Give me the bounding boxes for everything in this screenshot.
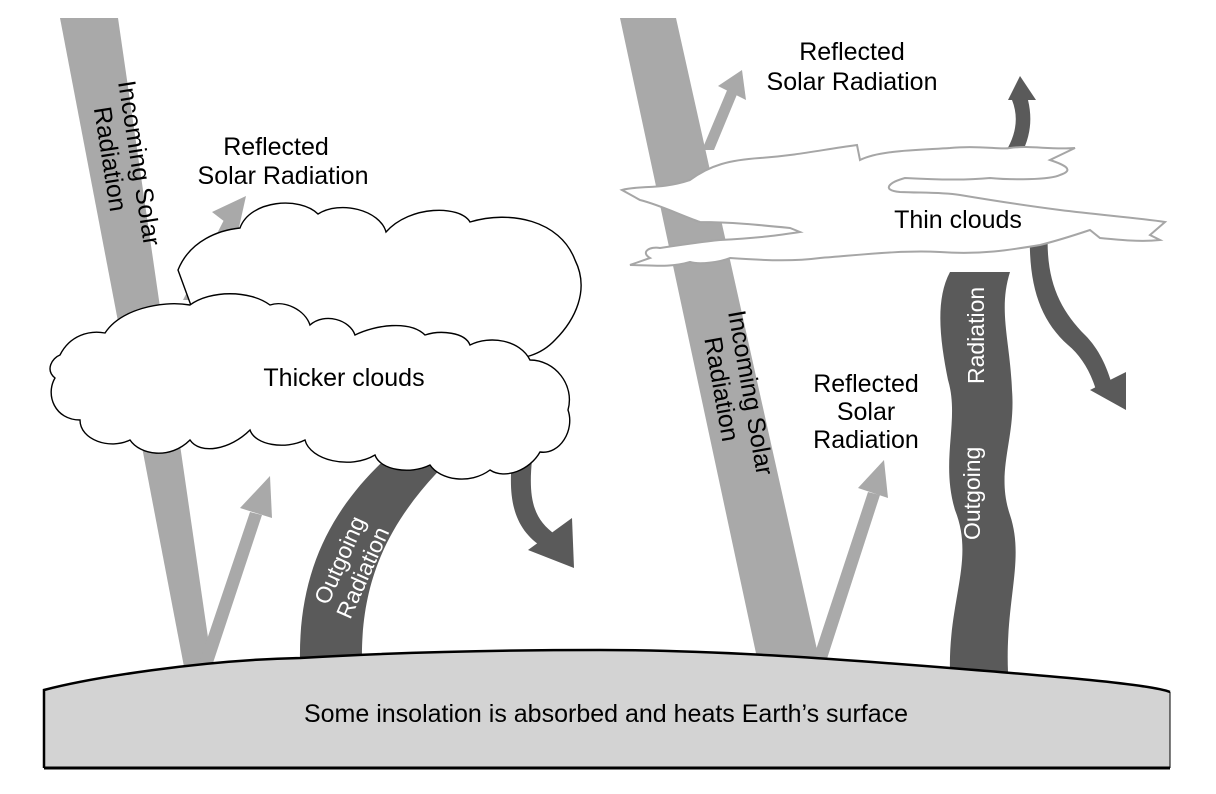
svg-text:Solar: Solar — [837, 398, 895, 426]
thin-cloud-label: Thin clouds — [894, 206, 1022, 234]
right-reflected-top-label: Reflected Solar Radiation — [767, 38, 938, 96]
earth-surface — [44, 650, 1170, 768]
right-reflected-arrow-upper — [702, 70, 746, 150]
right-incoming-beam — [620, 18, 822, 672]
left-reflected-label: Reflected Solar Radiation — [198, 133, 369, 190]
earth-surface-label: Some insolation is absorbed and heats Ea… — [304, 700, 908, 728]
right-outgoing-arrow-down — [1029, 230, 1126, 410]
right-outgoing-label-lower: Outgoing — [959, 447, 985, 540]
svg-text:Solar Radiation: Solar Radiation — [198, 162, 369, 190]
earth-surface-outline — [42, 648, 1171, 768]
thick-cloud-front — [49, 293, 571, 480]
thick-cloud-label: Thicker clouds — [263, 364, 424, 392]
svg-text:Reflected: Reflected — [813, 370, 919, 398]
svg-text:Reflected: Reflected — [223, 133, 329, 161]
right-outgoing-band — [940, 272, 1016, 672]
left-outgoing-band — [299, 430, 470, 662]
thin-clouds — [619, 143, 1168, 267]
left-reflected-arrow-lower — [196, 476, 272, 672]
left-outgoing-arrow-down — [510, 460, 574, 568]
right-reflected-ground-label: Reflected Solar Radiation — [813, 370, 919, 454]
svg-text:Radiation: Radiation — [813, 426, 919, 454]
right-outgoing-label-upper: Radiation — [963, 287, 989, 384]
svg-text:Reflected: Reflected — [799, 38, 905, 66]
right-reflected-arrow-lower — [810, 460, 888, 668]
svg-text:Solar Radiation: Solar Radiation — [767, 68, 938, 96]
